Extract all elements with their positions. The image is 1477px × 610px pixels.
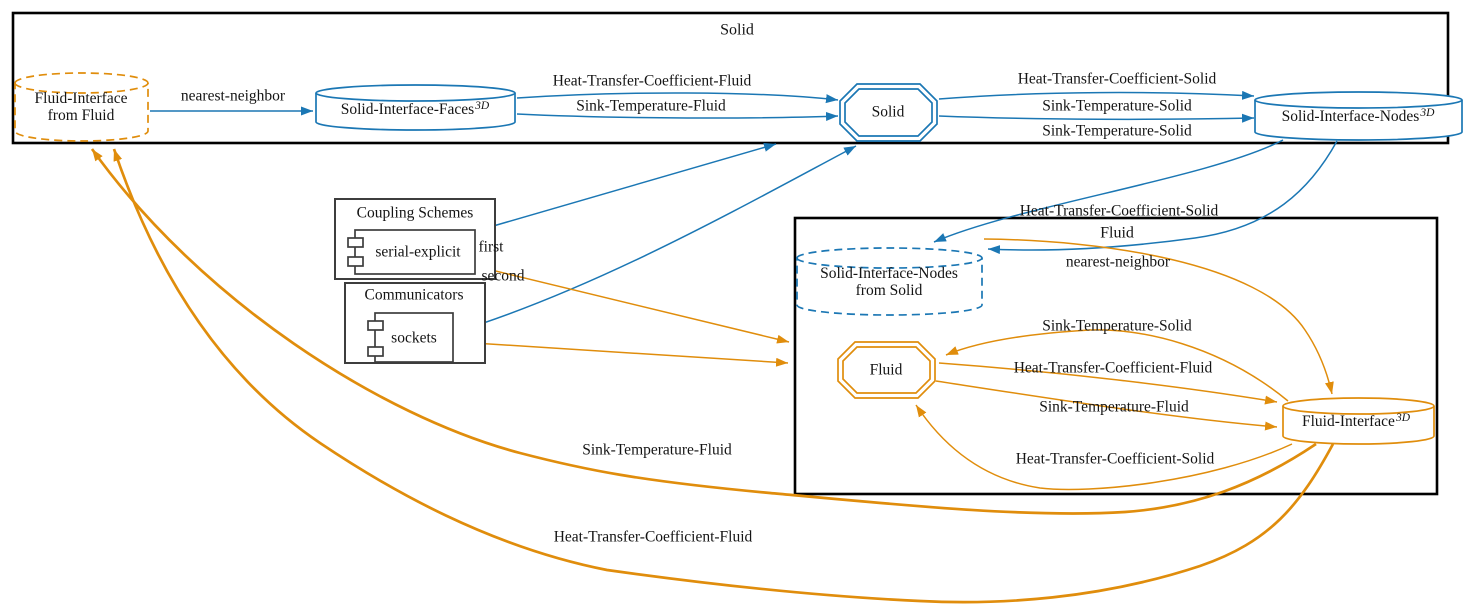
fluid-interface-from-fluid-cylinder-rim bbox=[14, 82, 149, 94]
communicators-title: Communicators bbox=[364, 286, 464, 304]
edge-label-coupling-first: first bbox=[478, 238, 504, 256]
solid-interface-faces-cylinder-rim bbox=[315, 92, 516, 102]
edge-m2n-fluid bbox=[457, 338, 789, 367]
edge-read-htc-fluid bbox=[516, 92, 839, 104]
coupling-schemes-title: Coupling Schemes bbox=[356, 204, 474, 222]
edge-exchange-htc-fluid bbox=[112, 148, 1335, 604]
serial-explicit-component bbox=[354, 229, 476, 275]
edge-write-htc-solid bbox=[938, 90, 1255, 100]
edge-label-read-st-fluid: Sink-Temperature-Fluid bbox=[576, 97, 726, 115]
edge-exchange-st-fluid bbox=[90, 148, 1317, 515]
fluid-interface-label: Fluid-Interface3D bbox=[1301, 412, 1411, 430]
solid-solver-label: Solid bbox=[871, 103, 905, 121]
edge-label-write-htc-solid: Heat-Transfer-Coefficient-Solid bbox=[1017, 70, 1217, 88]
edge-write-htc-fluid bbox=[938, 362, 1278, 405]
edge-label-exchange-st-fluid: Sink-Temperature-Fluid bbox=[582, 441, 732, 459]
solid-solver-octagon-inner bbox=[844, 88, 933, 137]
fluid-interface-cylinder-rim bbox=[1282, 405, 1435, 415]
fluid-solver-octagon-inner bbox=[842, 346, 931, 394]
edge-map-nearest-neighbor-fluid bbox=[983, 238, 1334, 395]
solid-interface-faces-label: Solid-Interface-Faces3D bbox=[340, 100, 490, 118]
component-icon bbox=[347, 256, 364, 267]
serial-explicit-label: serial-explicit bbox=[375, 243, 461, 261]
fluid-interface-from-fluid-label: Fluid-Interface from Fluid bbox=[34, 90, 128, 124]
solid-interface-nodes-label: Solid-Interface-Nodes3D bbox=[1281, 107, 1435, 125]
edge-label-exchange-htc-solid: Heat-Transfer-Coefficient-Solid bbox=[1019, 202, 1219, 220]
solid-interface-nodes-from-solid-cylinder-rim bbox=[796, 257, 983, 269]
component-icon bbox=[347, 237, 364, 248]
edge-label-exchange-st-solid: Sink-Temperature-Solid bbox=[1042, 122, 1192, 140]
solid-interface-faces-cylinder bbox=[315, 84, 516, 131]
solid-participant-title: Solid bbox=[720, 21, 754, 39]
solid-participant-box bbox=[11, 11, 1450, 145]
component-icon bbox=[367, 320, 384, 331]
solid-interface-nodes-cylinder bbox=[1254, 91, 1463, 141]
solid-interface-nodes-from-solid-label: Solid-Interface-Nodes from Solid bbox=[820, 265, 958, 299]
edge-write-st-solid bbox=[938, 113, 1255, 123]
fluid-participant-box bbox=[793, 216, 1439, 496]
fluid-interface-cylinder bbox=[1282, 397, 1435, 445]
edge-label-read-htc-solid: Heat-Transfer-Coefficient-Solid bbox=[1015, 450, 1215, 468]
edge-read-st-fluid bbox=[516, 111, 839, 121]
fluid-interface-from-fluid-cylinder bbox=[14, 72, 149, 142]
edge-label-map-nearest-neighbor-fluid: nearest-neighbor bbox=[1065, 253, 1171, 271]
edge-label-write-st-solid: Sink-Temperature-Solid bbox=[1042, 97, 1192, 115]
component-icon bbox=[367, 346, 384, 357]
edge-label-map-nearest-neighbor-solid: nearest-neighbor bbox=[180, 87, 286, 105]
edge-read-htc-solid bbox=[915, 404, 1293, 491]
solid-interface-nodes-from-solid-cylinder bbox=[796, 247, 983, 316]
edge-label-write-htc-fluid: Heat-Transfer-Coefficient-Fluid bbox=[1013, 359, 1213, 377]
edge-exchange-st-solid bbox=[933, 139, 1284, 243]
edge-write-st-fluid bbox=[935, 380, 1278, 431]
fluid-solver-octagon bbox=[837, 341, 936, 399]
edge-label-read-st-solid: Sink-Temperature-Solid bbox=[1042, 317, 1192, 335]
sockets-component bbox=[374, 312, 454, 363]
edge-read-st-solid bbox=[945, 329, 1289, 402]
fluid-solver-label: Fluid bbox=[869, 361, 903, 379]
edge-label-write-st-fluid: Sink-Temperature-Fluid bbox=[1039, 398, 1189, 416]
edge-coupling-second bbox=[474, 265, 790, 344]
edge-label-exchange-htc-fluid: Heat-Transfer-Coefficient-Fluid bbox=[553, 528, 753, 546]
edge-label-read-htc-fluid: Heat-Transfer-Coefficient-Fluid bbox=[552, 72, 752, 90]
solid-interface-nodes-cylinder-rim bbox=[1254, 99, 1463, 109]
fluid-participant-title: Fluid bbox=[1100, 224, 1134, 242]
edge-exchange-htc-solid bbox=[987, 140, 1338, 255]
solid-solver-octagon bbox=[839, 83, 938, 142]
edge-label-coupling-second: second bbox=[481, 267, 525, 285]
sockets-label: sockets bbox=[391, 329, 437, 347]
edge-m2n-solid bbox=[458, 145, 857, 332]
edge-coupling-first bbox=[475, 143, 777, 232]
